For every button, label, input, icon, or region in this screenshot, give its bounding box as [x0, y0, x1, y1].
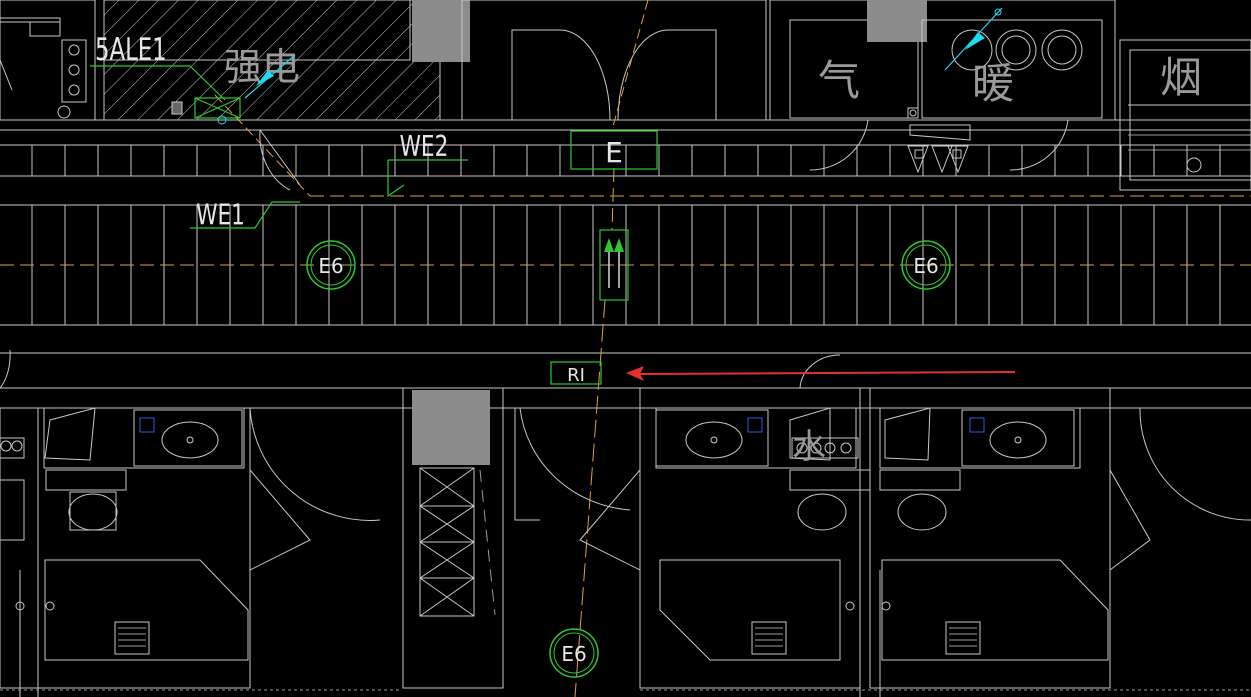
door-arc: [259, 129, 291, 191]
e6-circle-right[interactable]: E6: [901, 240, 951, 290]
e6-circle-left[interactable]: E6: [306, 240, 356, 290]
ri-box-label: RI: [567, 365, 585, 386]
arrow-left-icon: [626, 366, 1016, 381]
label-5ale1: 5ALE1: [95, 32, 167, 67]
top-rooms: [0, 0, 1251, 191]
e-box-label: E: [605, 136, 623, 169]
shaft-column: [412, 390, 490, 465]
label-room-heat: 暖: [972, 59, 1014, 108]
e6-label-left: E6: [318, 254, 343, 278]
ventilation-arrows-icon[interactable]: [599, 229, 629, 301]
bottom-rooms: [0, 349, 1251, 697]
structural-column: [412, 0, 470, 62]
label-room-gas: 气: [818, 56, 860, 105]
corridor-cable-tray-ticks: [31, 145, 1221, 325]
ri-box[interactable]: [550, 361, 602, 385]
structural-column-right: [867, 0, 927, 42]
label-room-smoke: 烟: [1160, 53, 1202, 102]
e6-label-right: E6: [913, 254, 938, 278]
e-box[interactable]: [570, 130, 658, 170]
label-we1: WE1: [196, 198, 245, 232]
label-room-water: 水: [792, 427, 826, 467]
label-we2: WE2: [400, 130, 449, 164]
annotations: [90, 65, 468, 229]
cyan-marker-icon: [217, 7, 1003, 125]
e6-label-bottom: E6: [561, 642, 586, 666]
e6-circle-bottom[interactable]: E6: [549, 628, 599, 678]
